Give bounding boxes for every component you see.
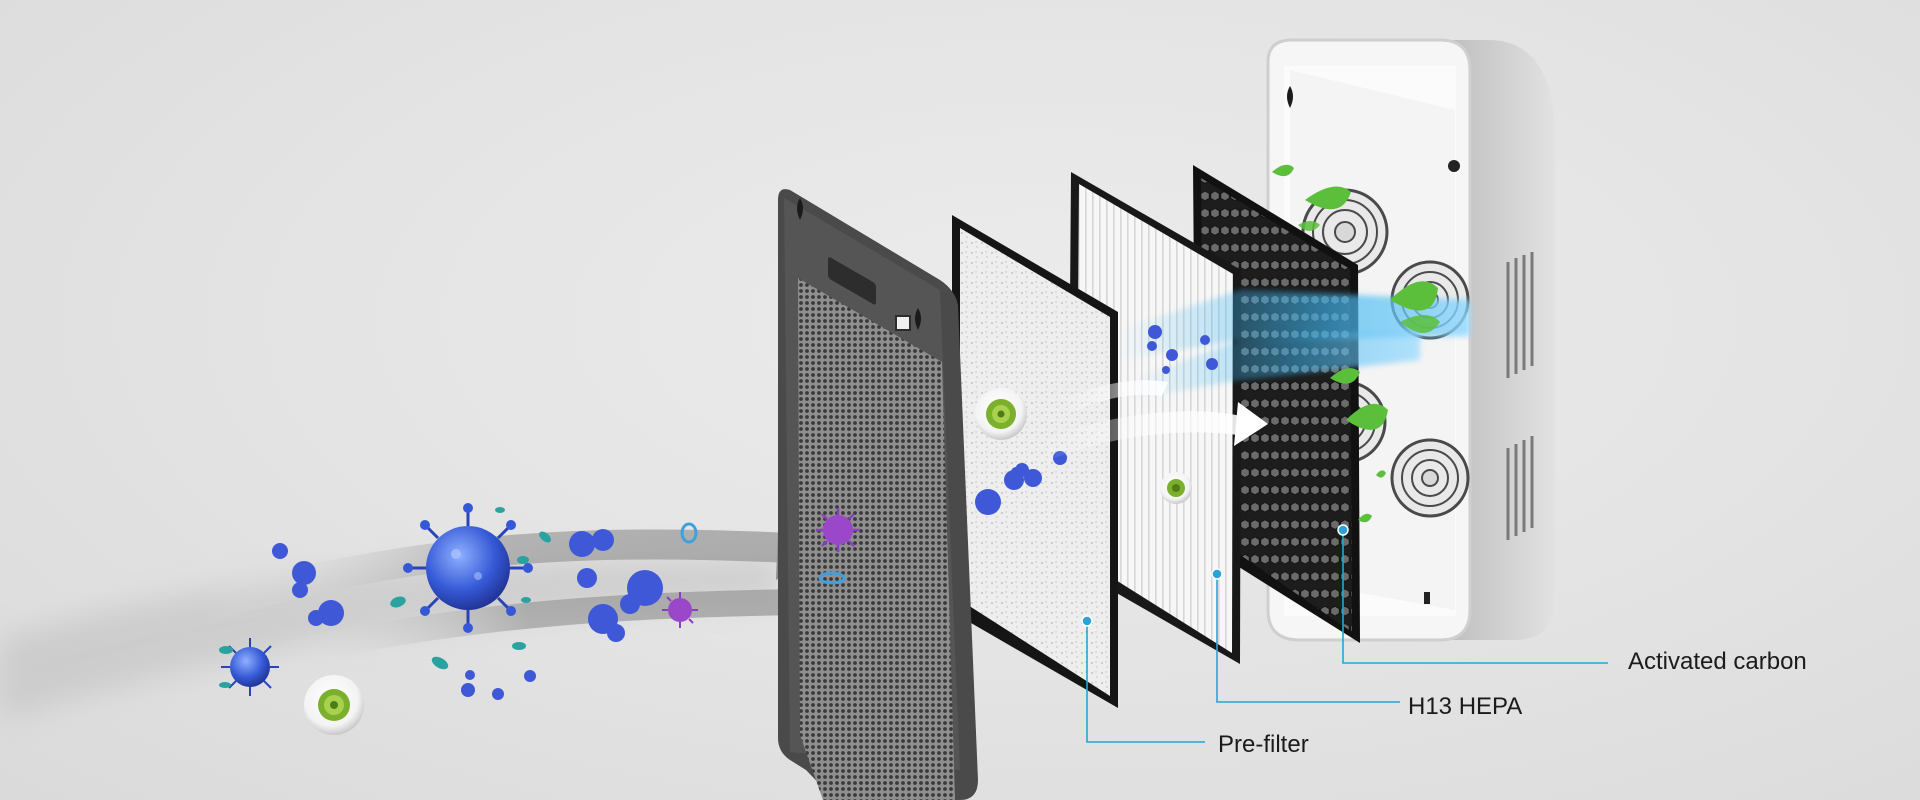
virus-icon [403, 503, 533, 633]
airflow-arrow-icon [1234, 402, 1268, 446]
callout-dot-pre-filter [1081, 615, 1093, 627]
clean-air-flow [1040, 290, 1470, 462]
leaf-icon [1272, 164, 1440, 523]
callout-dot-h13-hepa [1211, 568, 1223, 580]
fan-icon [1390, 438, 1470, 518]
virus-icon [662, 592, 698, 628]
side-vent [1506, 252, 1534, 540]
bacteria-icon [818, 571, 846, 585]
bacteria-icon [219, 507, 551, 688]
microbe-bubble [1160, 472, 1192, 504]
label-h13-hepa: H13 HEPA [1408, 693, 1523, 720]
callout-lines [1086, 530, 1608, 743]
label-activated-carbon: Activated carbon [1628, 648, 1807, 675]
callout-dot-activated-carbon [1337, 524, 1349, 536]
bacteria-icon [1147, 325, 1218, 374]
pathogen-cluster [219, 503, 698, 735]
microbe-bubble [975, 388, 1027, 440]
bacteria-icon [680, 522, 698, 544]
virus-icon [816, 508, 860, 552]
incoming-air-flow [0, 529, 812, 720]
leader-line-pre-filter [1086, 621, 1205, 743]
leader-line-activated-carbon [1342, 530, 1608, 664]
virus-icon [221, 638, 279, 696]
pre-filter [952, 215, 1118, 708]
bacteria-icon [272, 529, 663, 700]
label-pre-filter: Pre-filter [1218, 731, 1309, 758]
leader-line-h13-hepa [1216, 574, 1400, 703]
microbe-bubble [304, 675, 364, 735]
callout-dots [1081, 524, 1349, 627]
front-grille [778, 189, 978, 800]
